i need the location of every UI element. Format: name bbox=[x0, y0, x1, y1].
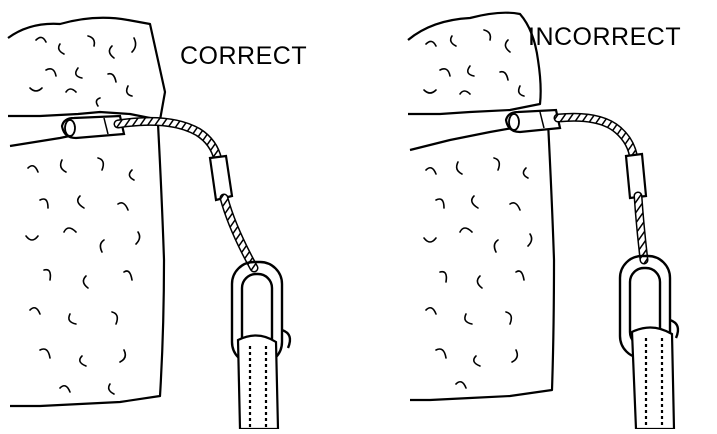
sling-incorrect bbox=[632, 327, 674, 429]
swage-incorrect bbox=[626, 154, 646, 198]
swage-correct bbox=[210, 156, 232, 200]
incorrect-panel bbox=[408, 13, 678, 429]
upper-rock-correct bbox=[8, 18, 165, 120]
correct-label: CORRECT bbox=[180, 44, 307, 69]
nut-incorrect bbox=[506, 110, 560, 132]
sling-correct bbox=[238, 335, 278, 429]
lower-rock-incorrect bbox=[410, 122, 554, 400]
correct-panel bbox=[8, 18, 290, 429]
upper-rock-incorrect bbox=[408, 13, 541, 114]
incorrect-label: INCORRECT bbox=[528, 25, 681, 50]
